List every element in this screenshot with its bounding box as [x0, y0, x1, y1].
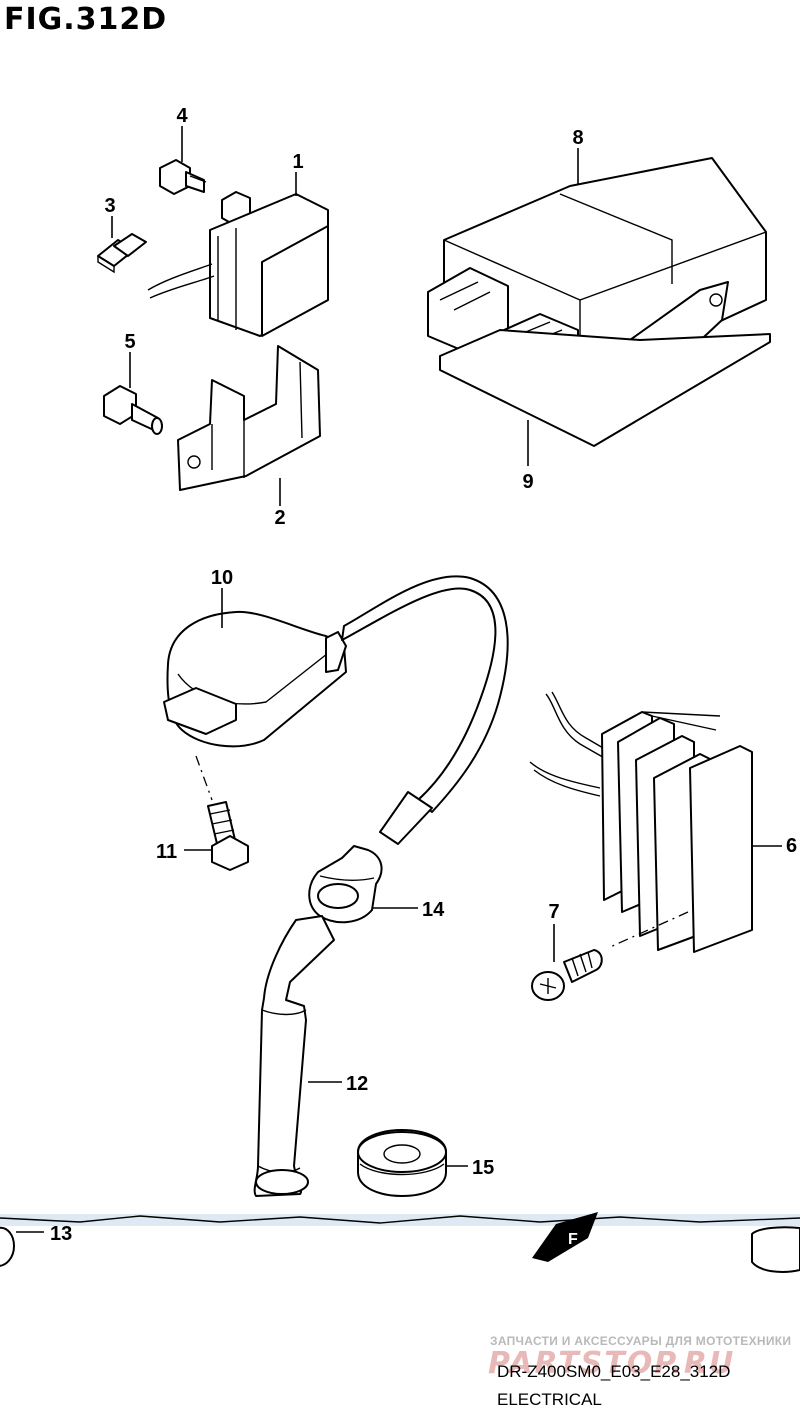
diagram-subtitle: ELECTRICAL [497, 1390, 602, 1409]
callout-12: 12 [346, 1073, 368, 1095]
direction-arrow: F [532, 1212, 598, 1262]
figure-title: FIG.312D [4, 2, 168, 37]
scan-edge-strip [0, 1214, 800, 1226]
callout-labels: 1 2 3 4 5 6 7 8 9 10 11 12 13 14 15 [50, 105, 797, 1245]
callout-9: 9 [522, 471, 533, 493]
watermark-logo: PARTSTOP.RU [488, 1346, 736, 1381]
callout-2: 2 [274, 507, 285, 529]
callout-6: 6 [786, 835, 797, 857]
part-15-grommet [357, 1129, 447, 1197]
part-9-plate [439, 329, 771, 447]
callout-7: 7 [548, 901, 559, 923]
callout-5: 5 [124, 331, 135, 353]
part-12-plug-cap [253, 915, 335, 1197]
diagram-code: DR-Z400SM0_E03_E28_312D [497, 1362, 731, 1381]
part-1-relay [147, 191, 329, 337]
callout-3: 3 [104, 195, 115, 217]
part-7-screw [531, 911, 689, 1001]
callout-14: 14 [422, 899, 445, 921]
part-5-bolt [103, 385, 163, 435]
callout-10: 10 [211, 567, 233, 589]
leader-lines [16, 126, 782, 1233]
part-2-bracket [177, 345, 321, 491]
callout-4: 4 [176, 105, 188, 127]
part-4-bolt [159, 159, 207, 195]
part-3-clip [97, 233, 147, 274]
part-13-cropped [0, 1226, 800, 1273]
part-11-bolt [195, 755, 249, 871]
callout-11: 11 [156, 841, 177, 863]
part-10-ignition-coil [163, 575, 509, 845]
part-6-regulator [529, 691, 753, 953]
part-14-seal [308, 845, 383, 924]
callout-8: 8 [572, 127, 583, 149]
callout-15: 15 [472, 1157, 494, 1179]
callout-1: 1 [292, 151, 303, 173]
watermark-text: ЗАПЧАСТИ И АКСЕССУАРЫ ДЛЯ МОТОТЕХНИКИ [490, 1334, 792, 1348]
callout-13: 13 [50, 1223, 72, 1245]
direction-arrow-label: F [568, 1231, 578, 1248]
